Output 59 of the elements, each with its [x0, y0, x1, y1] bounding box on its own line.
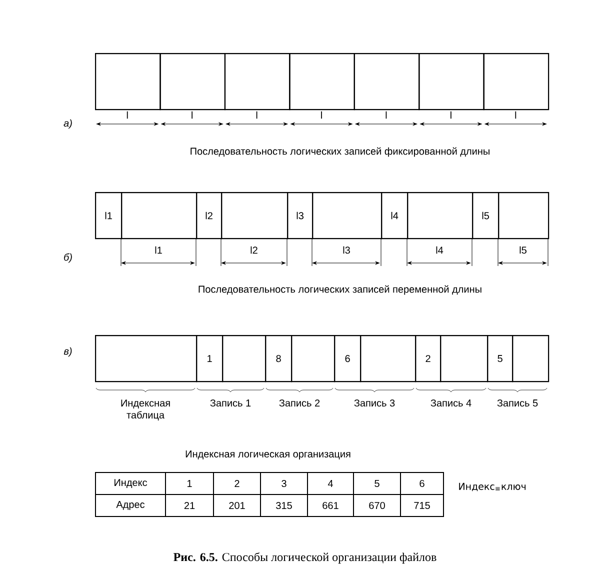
- record-box: [312, 192, 382, 240]
- table-heading: Индексная логическая организация: [186, 450, 350, 460]
- record-box: [95, 335, 198, 382]
- brace-label: Запись 3: [354, 399, 395, 407]
- record-box: [222, 335, 266, 382]
- panel-caption: Последовательность логических записей фиксированной длины: [190, 147, 490, 157]
- record-box: [224, 53, 290, 110]
- record-box: l4: [381, 192, 408, 240]
- brace-label: Запись 5: [497, 399, 538, 407]
- record-box: [291, 335, 336, 382]
- record-box: [498, 192, 550, 240]
- table-cell: 715: [400, 494, 444, 517]
- panel-letter: в): [64, 347, 72, 357]
- record-box: l2: [196, 192, 222, 240]
- record-box: l3: [287, 192, 314, 240]
- table-cell: 1: [165, 472, 214, 495]
- panel-letter: а): [64, 119, 72, 129]
- table-cell: Индекс: [95, 472, 166, 495]
- record-box: [407, 192, 474, 240]
- table-cell: 5: [353, 472, 401, 495]
- record-box: [160, 53, 226, 110]
- figure-caption: Рис. 6.5. Способы логической организации файлов: [174, 552, 436, 564]
- brace-label: Запись 2: [279, 399, 320, 407]
- table-cell: 661: [307, 494, 354, 517]
- record-box: 8: [265, 335, 292, 382]
- record-box: l1: [95, 192, 122, 240]
- record-box: 5: [487, 335, 514, 382]
- panel-letter: б): [64, 253, 72, 263]
- record-box: [360, 335, 416, 382]
- table-cell: 4: [307, 472, 354, 495]
- dimension-label: l4: [436, 246, 444, 254]
- table-cell: 201: [213, 494, 261, 517]
- dimension-label: l2: [250, 246, 258, 254]
- record-box: [121, 192, 198, 240]
- table-cell: 21: [165, 494, 214, 517]
- record-box: [95, 53, 161, 110]
- record-box: l5: [472, 192, 500, 240]
- record-box: [483, 53, 550, 110]
- note: Индекс$_{≡}$ключ: [459, 482, 526, 492]
- brace-label: Запись 4: [430, 399, 472, 407]
- table-cell: Адрес: [95, 494, 166, 517]
- table-cell: 670: [353, 494, 401, 517]
- record-box: [289, 53, 355, 110]
- record-box: [440, 335, 488, 382]
- record-box: [221, 192, 288, 240]
- record-box: 2: [415, 335, 442, 382]
- record-box: [354, 53, 420, 110]
- brace-label: Запись 1: [210, 399, 251, 407]
- record-box: 6: [334, 335, 362, 382]
- table-cell: 315: [260, 494, 308, 517]
- table-cell: 2: [213, 472, 261, 495]
- brace-label: Индексная таблица: [121, 400, 170, 420]
- dimension-label: l5: [520, 246, 526, 254]
- record-box: 1: [196, 335, 224, 382]
- table-cell: 3: [260, 472, 308, 495]
- panel-caption: Последовательность логических записей переменной длины: [198, 285, 482, 295]
- record-box: [418, 53, 484, 110]
- table-cell: 6: [400, 472, 444, 495]
- record-box: [512, 335, 550, 382]
